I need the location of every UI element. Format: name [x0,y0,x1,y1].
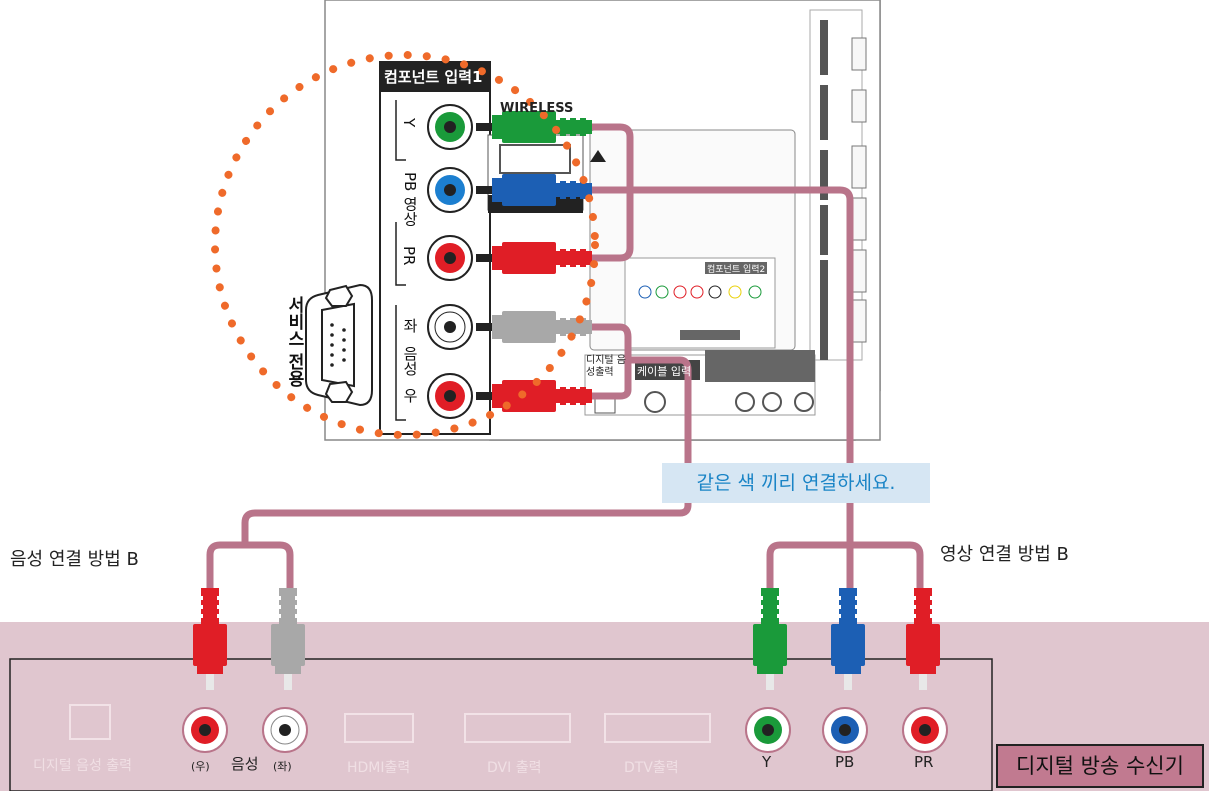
receiver-title: 디지털 방송 수신기 [996,744,1204,788]
receiver-y-label: Y [762,753,771,771]
port-label-pr: PR [400,246,418,265]
port-label-y: Y [400,118,418,127]
cable-input-label: 케이블 입력 [637,363,691,379]
port-label-pb: PB 영상 [400,172,421,226]
receiver-dvi-label: DVI 출력 [487,757,541,777]
receiver-dtv-label: DTV출력 [624,757,679,777]
service-port [306,285,372,405]
receiver-hdmi-label: HDMI출력 [347,757,410,777]
receiver-digital-audio-label: 디지털 음성 출력 [33,755,132,775]
receiver-pr-label: PR [914,753,933,771]
same-color-note: 같은 색 끼리 연결하세요. [662,463,930,503]
component-input-2-label: 컴포넌트 입력2 [707,262,765,275]
port-label-left: 좌 [400,318,421,333]
digital-audio-out-label: 디지털 음성출력 [586,355,628,379]
wireless-label: WIRELESS [500,101,573,116]
service-port-label: 서비스 전용 [282,296,307,387]
component-input-title: 컴포넌트 입력1 [384,66,482,87]
receiver-left-label: (좌) [273,758,292,774]
port-label-right: 우 [400,388,421,403]
audio-method-label: 음성 연결 방법 B [10,545,139,571]
receiver-audio-label: 음성 [231,753,259,774]
receiver-right-label: (우) [191,758,210,774]
receiver-pb-label: PB [835,753,854,771]
video-method-label: 영상 연결 방법 B [940,540,1069,566]
port-label-audio: 음성 [400,346,421,376]
